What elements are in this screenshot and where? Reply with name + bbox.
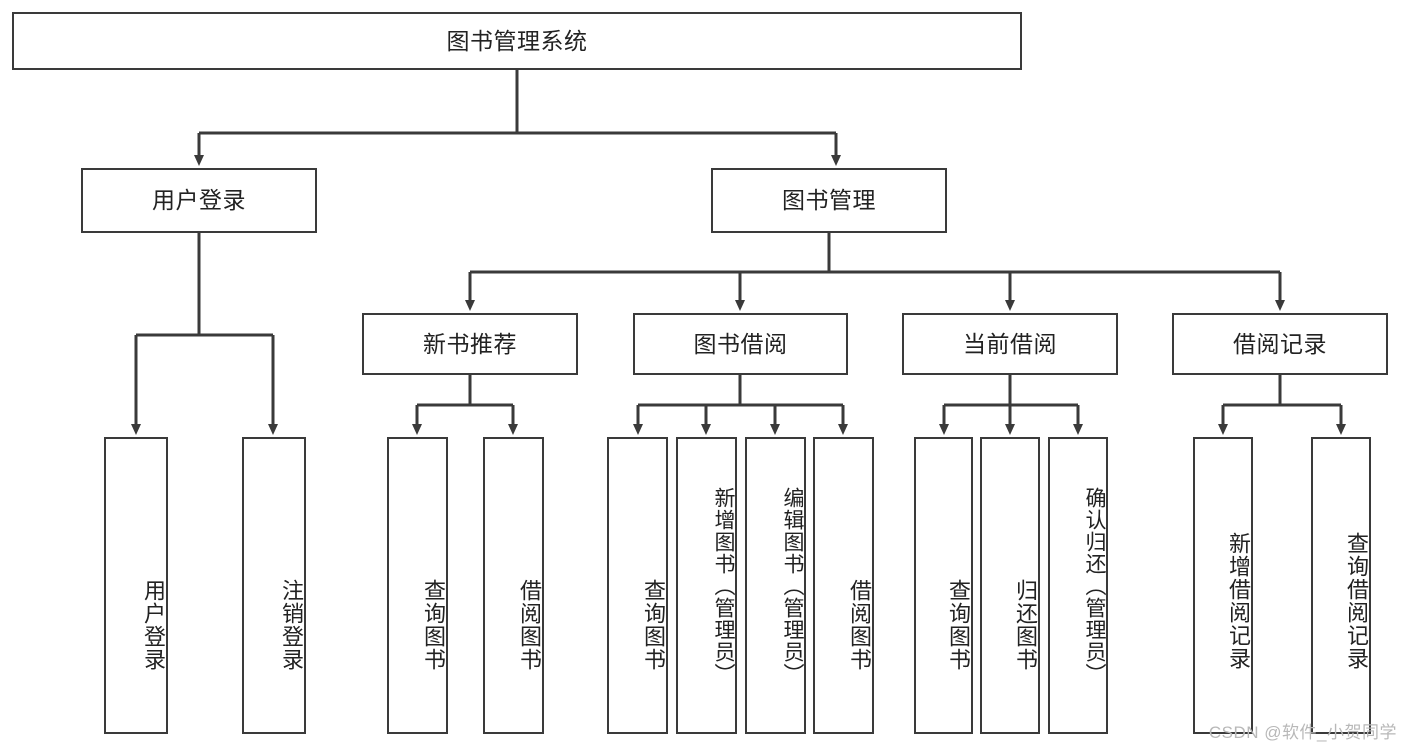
node-book-management[interactable]: 图书管理	[711, 168, 947, 233]
leaf-borrow-book-recommend[interactable]: 借阅图书	[483, 437, 544, 734]
leaf-add-book-admin[interactable]: 新增图书（管理员）	[676, 437, 737, 734]
leaf-return-book[interactable]: 归还图书	[980, 437, 1040, 734]
node-label: 用户登录	[141, 578, 166, 671]
node-new-book-recommend[interactable]: 新书推荐	[362, 313, 578, 375]
node-label: 确认归还（管理员）	[1083, 486, 1106, 685]
watermark: CSDN @软件_小贺同学	[1208, 723, 1397, 742]
leaf-edit-book-admin[interactable]: 编辑图书（管理员）	[745, 437, 806, 734]
node-current-borrow[interactable]: 当前借阅	[902, 313, 1118, 375]
node-book-borrow[interactable]: 图书借阅	[633, 313, 848, 375]
leaf-confirm-return-admin[interactable]: 确认归还（管理员）	[1048, 437, 1108, 734]
node-label: 新书推荐	[423, 330, 517, 357]
leaf-logout[interactable]: 注销登录	[242, 437, 306, 734]
node-label: 编辑图书（管理员）	[781, 486, 804, 685]
node-root-system[interactable]: 图书管理系统	[12, 12, 1022, 70]
node-label: 借阅图书	[517, 578, 542, 671]
node-label: 注销登录	[279, 578, 304, 671]
node-label: 借阅图书	[847, 578, 872, 671]
node-label: 图书借阅	[693, 330, 788, 357]
leaf-user-login[interactable]: 用户登录	[104, 437, 168, 734]
node-label: 图书管理	[782, 187, 876, 213]
leaf-query-borrow-record[interactable]: 查询借阅记录	[1311, 437, 1371, 734]
node-label: 新增借阅记录	[1226, 531, 1251, 670]
node-borrow-record[interactable]: 借阅记录	[1172, 313, 1388, 375]
leaf-query-book-recommend[interactable]: 查询图书	[387, 437, 448, 734]
node-user-login[interactable]: 用户登录	[81, 168, 317, 233]
node-label: 新增图书（管理员）	[712, 486, 735, 685]
leaf-query-book-borrow[interactable]: 查询图书	[607, 437, 668, 734]
node-label: 用户登录	[152, 187, 246, 213]
leaf-query-book-current[interactable]: 查询图书	[914, 437, 973, 734]
node-label: 归还图书	[1013, 578, 1038, 671]
node-label: 查询图书	[946, 578, 971, 671]
node-label: 图书管理系统	[446, 27, 588, 54]
node-label: 查询借阅记录	[1344, 531, 1369, 670]
leaf-borrow-book[interactable]: 借阅图书	[813, 437, 874, 734]
node-label: 借阅记录	[1233, 330, 1327, 357]
node-label: 查询图书	[641, 578, 666, 671]
leaf-add-borrow-record[interactable]: 新增借阅记录	[1193, 437, 1253, 734]
node-label: 查询图书	[421, 578, 446, 671]
node-label: 当前借阅	[963, 330, 1057, 357]
